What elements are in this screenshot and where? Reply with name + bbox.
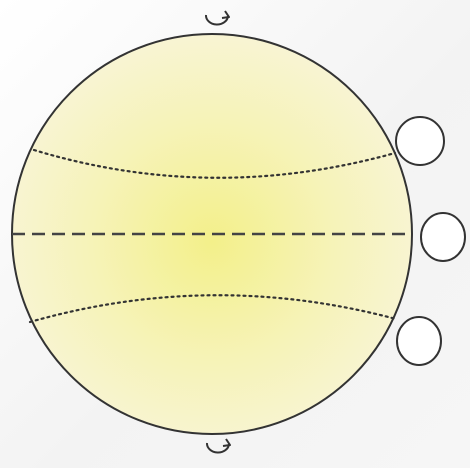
side-circle-upper bbox=[396, 117, 444, 165]
side-circle-lower bbox=[397, 317, 441, 365]
side-circle-equator bbox=[421, 213, 465, 261]
top-rotation-arrow-icon bbox=[206, 11, 229, 25]
bottom-rotation-arrow-icon bbox=[207, 439, 230, 453]
